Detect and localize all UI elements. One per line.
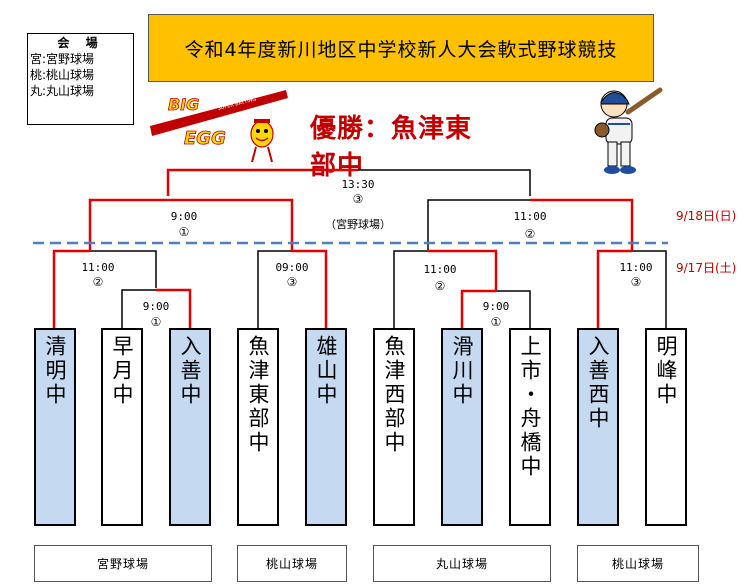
r2-a-time: 11:00: [81, 261, 115, 274]
team-name: 明峰中: [654, 335, 678, 407]
bracket-r2-c-right: [428, 249, 498, 290]
team-box: 清明中: [34, 328, 76, 526]
venue-label: 丸山球場: [435, 557, 488, 571]
team-name: 魚津西部中: [382, 335, 406, 455]
r2-d-number: ③: [630, 275, 642, 289]
logo-text-bottom: EGG: [184, 128, 226, 149]
team-name: 早月中: [110, 335, 134, 407]
bracket-final-left: [166, 168, 358, 196]
r2-c-time: 11:00: [423, 263, 457, 276]
date-day2: 9/18日(日): [676, 209, 737, 223]
legend-item: 桃:桃山球場: [30, 68, 95, 82]
semi-2-number: ②: [524, 227, 536, 241]
venue-label: 桃山球場: [611, 557, 664, 571]
bracket-r1-a-right: [156, 288, 192, 328]
bracket-r1-a-left: [121, 289, 156, 328]
bracket-r2-d-right: [632, 250, 667, 328]
semi-1-time: 9:00: [170, 210, 198, 223]
team-name: 清明中: [43, 335, 67, 407]
bracket-r2-d-left: [596, 249, 632, 328]
team-box: 上市・舟橋中: [509, 328, 551, 526]
r1-b-time: 9:00: [482, 300, 510, 313]
semi-1-number: ①: [178, 225, 190, 239]
final-venue: （宮野球場）: [325, 218, 391, 231]
logo-stripe: [150, 90, 288, 136]
bracket-r2-b-right: [292, 249, 328, 328]
bracket-semi-1: [88, 198, 294, 250]
semi-2-time: 11:00: [513, 210, 547, 223]
team-box: 入善中: [169, 328, 211, 526]
team-name: 上市・舟橋中: [518, 335, 542, 479]
team-box: 早月中: [101, 328, 143, 526]
venue-box: 宮野球場: [34, 545, 212, 582]
r2-b-number: ③: [286, 275, 298, 289]
r1-a-time: 9:00: [142, 300, 170, 313]
r2-c-number: ②: [434, 279, 446, 293]
bracket-r2-b-left: [257, 250, 292, 328]
bracket-semi-2-left: [427, 199, 530, 250]
bracket-r2-c-left: [393, 250, 428, 328]
egg-mascot-icon: [250, 119, 274, 163]
venue-box: 丸山球場: [373, 545, 551, 582]
final-time: 13:30: [341, 178, 375, 191]
venue-label: 桃山球場: [265, 557, 318, 571]
champion-label: 優勝：魚津東部中: [310, 114, 473, 181]
team-name: 魚津東部中: [246, 335, 270, 455]
r1-b-number: ①: [490, 315, 502, 329]
legend-item: 宮:宮野球場: [30, 52, 95, 66]
bracket-r2-a-right: [90, 250, 157, 288]
title-banner: 令和4年度新川地区中学校新人大会軟式野球競技: [148, 14, 654, 82]
venue-box: 桃山球場: [237, 545, 347, 582]
team-box: 魚津東部中: [237, 328, 279, 526]
r1-a-number: ①: [150, 315, 162, 329]
team-box: 滑川中: [441, 328, 483, 526]
logo-text-top: BIG: [168, 95, 199, 114]
team-name: 雄山中: [314, 335, 338, 407]
legend-title: 会 場: [57, 36, 104, 50]
venue-legend: 会 場 宮:宮野球場 桃:桃山球場 丸:丸山球場: [27, 33, 134, 125]
page-title: 令和4年度新川地区中学校新人大会軟式野球競技: [184, 38, 618, 61]
venue-box: 桃山球場: [577, 545, 699, 582]
bracket-r2-a-left: [52, 249, 90, 328]
legend-item: 丸:丸山球場: [30, 84, 95, 98]
team-name: 入善中: [178, 335, 202, 407]
bracket-final-right: [358, 169, 531, 196]
date-day1: 9/17日(土): [676, 261, 737, 275]
r2-d-time: 11:00: [619, 261, 653, 274]
big-egg-logo: BIG SUPER BATTING EGG: [150, 90, 288, 163]
venue-label: 宮野球場: [96, 557, 149, 571]
final-number: ③: [352, 192, 364, 206]
r2-a-number: ②: [92, 275, 104, 289]
baseball-player-icon: [594, 87, 663, 174]
bracket-r1-b-right: [496, 290, 531, 328]
team-box: 入善西中: [577, 328, 619, 526]
team-box: 魚津西部中: [373, 328, 415, 526]
bracket-semi-2-right: [530, 198, 634, 250]
bracket-r1-b-left: [460, 289, 496, 328]
team-box: 雄山中: [305, 328, 347, 526]
team-name: 入善西中: [586, 335, 610, 431]
team-box: 明峰中: [645, 328, 687, 526]
r2-b-time: 09:00: [275, 261, 309, 274]
team-name: 滑川中: [450, 335, 474, 407]
